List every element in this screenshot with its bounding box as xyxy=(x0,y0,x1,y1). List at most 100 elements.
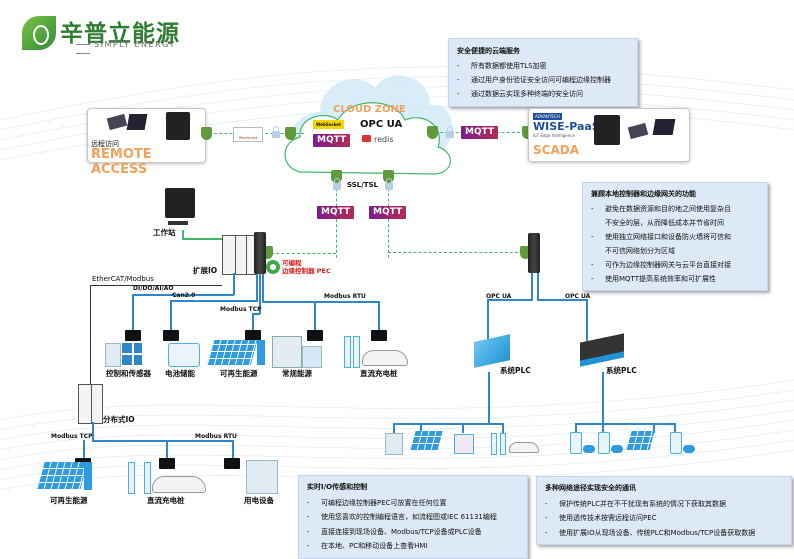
shield-icon xyxy=(331,170,342,183)
power-equipment-device[interactable] xyxy=(246,460,278,494)
motor-icon xyxy=(683,445,695,453)
controller-tag xyxy=(159,458,175,469)
pec-label-line1: 可编程 xyxy=(282,259,302,267)
motor-icon xyxy=(583,445,595,453)
shield-icon xyxy=(383,170,394,183)
info-item: 保护传统PLC并在不干扰现有系统的情况下获取其数据 xyxy=(545,497,783,512)
opcua-link xyxy=(537,299,587,301)
info-box-realtime-io: 实时I/O传感和控制 可编程边缘控制器PEC可放置在任何位置 使用您喜欢的控制编… xyxy=(298,475,528,559)
shield-icon xyxy=(285,127,296,140)
modbus-tcp-link xyxy=(259,274,261,314)
remote-access-panel[interactable]: 远程访问 REMOTE ACCESS xyxy=(87,108,206,177)
battery-storage-device[interactable] xyxy=(168,343,200,367)
info-item: 使用您喜欢的控制编程语言，如流程图或IEC 61131编程 xyxy=(307,510,519,525)
solar-panel-device[interactable] xyxy=(206,340,258,366)
keyboard-icon xyxy=(168,221,188,225)
advantech-logo: ADVANTECH xyxy=(533,113,562,120)
field-device[interactable] xyxy=(491,433,497,455)
ethercat-label: EtherCAT/Modbus xyxy=(92,275,154,283)
field-device[interactable] xyxy=(500,433,506,455)
tablet-icon xyxy=(106,113,128,131)
field-device[interactable] xyxy=(598,432,610,454)
info-item: 可编程边缘控制器PEC可放置在任何位置 xyxy=(307,496,519,511)
info-item: 通过数据云实现多种终端的安全访问 xyxy=(457,87,629,101)
lock-icon xyxy=(333,178,341,190)
info-box-title: 多种网络途径实现安全的通讯 xyxy=(545,484,636,492)
device-label: 直流充电桩 xyxy=(360,369,398,378)
ev-car xyxy=(509,442,539,453)
redis-badge: redis xyxy=(362,135,394,144)
mqtt-badge-cloud: MQTT xyxy=(313,134,351,147)
info-box-secure-comm: 多种网络途径实现安全的通讯 保护传统PLC并在不干扰现有系统的情况下获取其数据 … xyxy=(536,476,792,545)
workstation-label: 工作站 xyxy=(153,228,176,237)
opcua-label: OPC UA xyxy=(486,293,512,300)
wireguard-badge: WireGuard xyxy=(233,127,263,142)
workstation-link xyxy=(182,238,252,240)
field-device[interactable] xyxy=(570,432,582,454)
opcua-label: OPC UA xyxy=(565,293,591,300)
dido-link xyxy=(233,273,235,295)
can-label: Can2.0 xyxy=(172,292,196,299)
charger-device[interactable] xyxy=(128,462,135,494)
scada-label: SCADA xyxy=(533,143,579,157)
modbus-rtu-link xyxy=(314,301,316,331)
dido-link xyxy=(132,294,134,330)
charger-device[interactable] xyxy=(344,336,351,368)
info-item: 所有数据都使用TLS加密 xyxy=(457,59,629,73)
field-device[interactable] xyxy=(454,434,474,454)
plc-field-link xyxy=(653,423,655,433)
sensor-icon xyxy=(122,343,132,353)
info-item: 使用独立网络接口和设备防火墙将可信和 xyxy=(591,230,759,244)
info-box-title: 实时I/O传感和控制 xyxy=(307,483,368,491)
expansion-io-label: 扩展IO xyxy=(193,266,218,275)
distributed-io-link xyxy=(232,440,234,458)
edge-gateway[interactable] xyxy=(528,233,540,273)
modbus-rtu-label: Modbus RTU xyxy=(324,293,366,300)
expansion-io-module[interactable] xyxy=(222,235,236,275)
info-item: 使用MQTT提高系统效率和可扩展性 xyxy=(591,272,759,286)
laptop-icon xyxy=(126,114,148,130)
field-device[interactable] xyxy=(409,431,443,451)
charger-device[interactable] xyxy=(353,336,360,368)
plc-field-link xyxy=(674,423,676,433)
mqtt-badge: MQTT xyxy=(369,206,407,219)
workstation-link xyxy=(182,230,184,238)
sensor-device[interactable] xyxy=(105,343,145,367)
tablet-icon xyxy=(627,122,649,140)
controller-tag xyxy=(245,330,261,341)
workstation-icon[interactable] xyxy=(165,188,195,218)
conventional-energy-device[interactable] xyxy=(272,336,302,368)
controller-tag xyxy=(307,330,323,341)
info-item: 直接连接到现场设备、Modbus/TCP设备或PLC设备 xyxy=(307,525,519,540)
device-label: 电池储能 xyxy=(165,369,195,378)
distributed-io-module[interactable] xyxy=(78,384,92,424)
distributed-io-link xyxy=(166,440,168,458)
opcua-badge: OPC UA xyxy=(360,119,403,130)
system-plc-label: 系统PLC xyxy=(606,366,637,375)
plc-field-link xyxy=(488,372,490,424)
controller-tag xyxy=(224,458,240,469)
device-label: 控制和传感器 xyxy=(106,369,151,378)
charger-device[interactable] xyxy=(144,462,151,494)
workstation-icon xyxy=(166,112,190,140)
modbus-tcp-label: Modbus TCP xyxy=(51,433,93,440)
lock-icon xyxy=(272,126,280,138)
pec-logo-icon xyxy=(266,260,280,274)
field-device[interactable] xyxy=(385,433,403,455)
shield-icon xyxy=(522,126,533,139)
brand-logo: 辛普立能源 SIMPLY ENERGY xyxy=(22,16,182,52)
pec-controller[interactable] xyxy=(254,232,266,274)
info-box-title: 兼顾本地控制器和边缘网关的功能 xyxy=(591,190,696,198)
field-device[interactable] xyxy=(670,432,682,454)
solar-panel-device[interactable] xyxy=(36,462,88,490)
shield-icon xyxy=(520,246,531,259)
info-box-gateway-features: 兼顾本地控制器和边缘网关的功能 避免在数据资源和目的地之间使用复杂且 不安全的层… xyxy=(582,182,768,291)
remote-access-label-cn: 远程访问 xyxy=(91,140,119,148)
distributed-io-module[interactable] xyxy=(91,384,103,424)
shield-icon xyxy=(427,126,438,139)
plc-field-link xyxy=(393,423,503,425)
ethercat-link xyxy=(90,285,91,385)
modbus-rtu-link xyxy=(378,301,380,331)
scada-panel[interactable]: ADVANTECH WISE-PaaS IoT Edge Intelligenc… xyxy=(528,108,690,162)
controller-tag xyxy=(371,330,387,341)
